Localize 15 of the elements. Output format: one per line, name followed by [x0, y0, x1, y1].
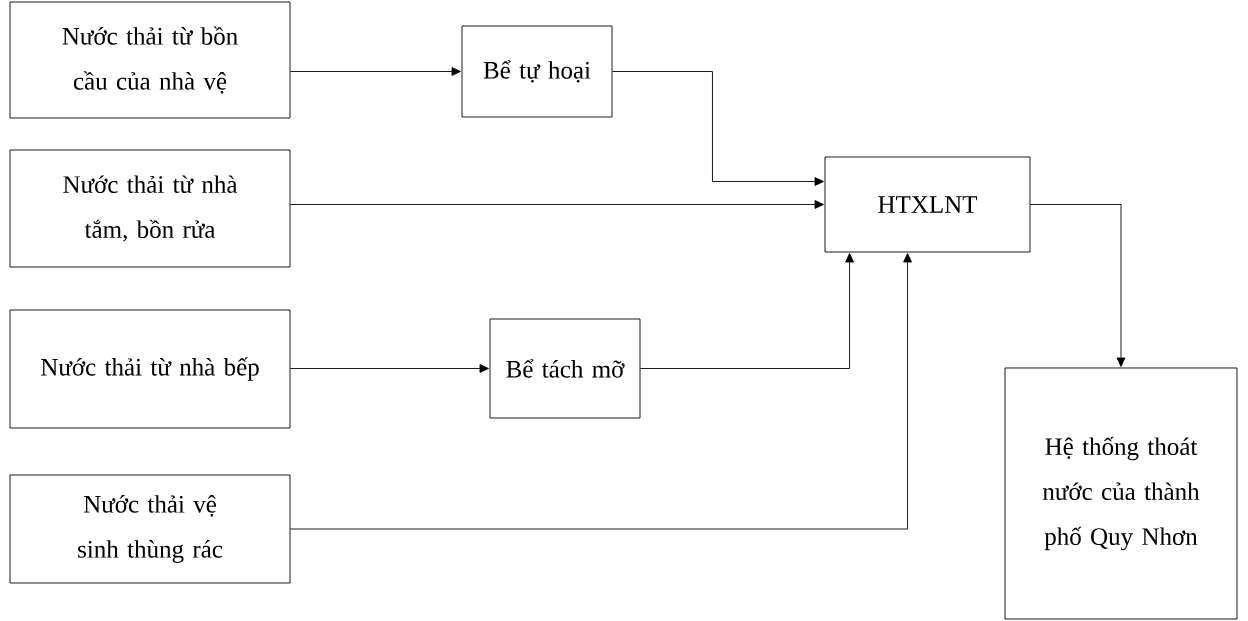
process-box: Hệ thống thoát nước của thành phố Quy Nhơn [1004, 367, 1238, 620]
arrow [290, 200, 824, 209]
arrow [640, 253, 854, 369]
process-box: Bể tự hoại [461, 25, 613, 118]
arrow [290, 364, 489, 373]
process-box: Nước thải từ nhà bếp [9, 309, 291, 429]
process-box: Nước thải từ nhà tắm, bồn rửa [9, 149, 291, 268]
process-box: Nước thải vệ sinh thùng rác [9, 474, 291, 584]
process-box: HTXLNT [824, 156, 1031, 253]
arrow [1030, 204, 1126, 367]
arrow [612, 71, 824, 186]
process-box: Nước thải từ bồn cầu của nhà vệ [9, 1, 291, 119]
arrow [290, 253, 912, 530]
process-box: Bể tách mỡ [489, 318, 641, 419]
arrow [290, 67, 461, 76]
